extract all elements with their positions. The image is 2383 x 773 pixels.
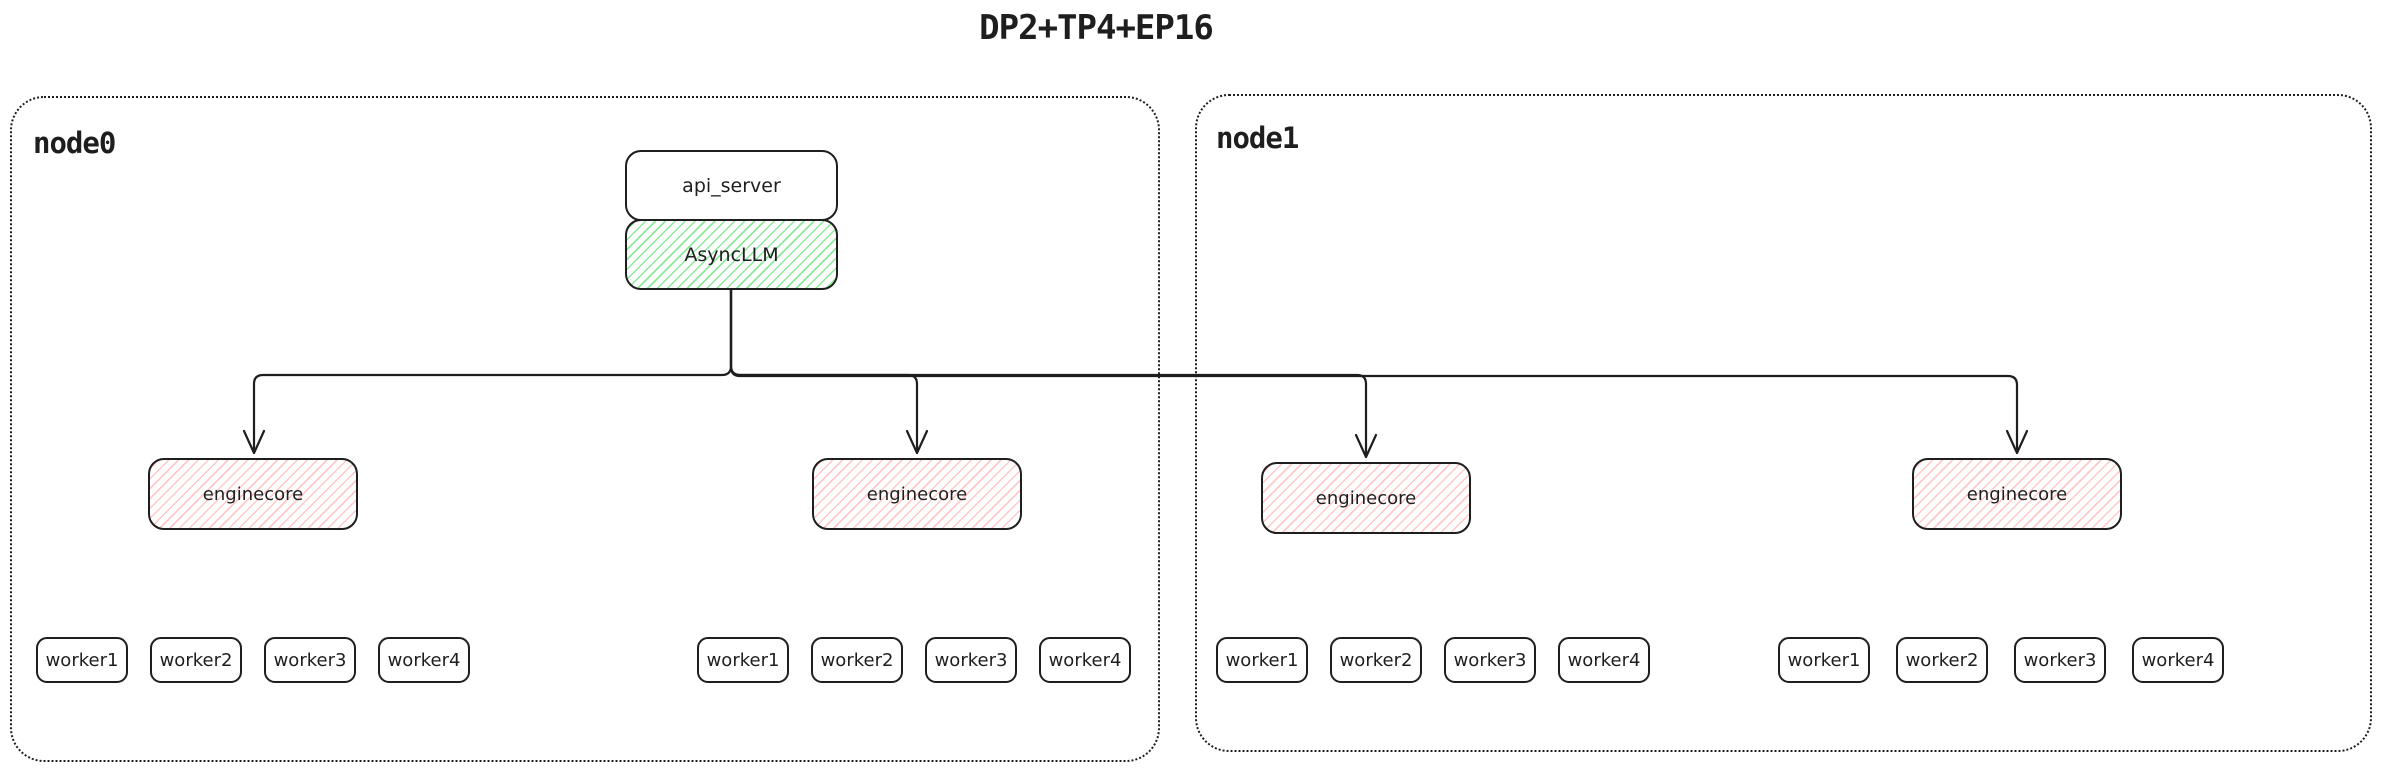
worker-box: worker2 bbox=[811, 637, 903, 683]
enginecore-box-1: enginecore bbox=[148, 458, 358, 530]
worker-box: worker1 bbox=[1216, 637, 1308, 683]
worker-box: worker2 bbox=[1330, 637, 1422, 683]
worker-box: worker2 bbox=[150, 637, 242, 683]
worker-box: worker1 bbox=[1778, 637, 1870, 683]
worker-box: worker1 bbox=[697, 637, 789, 683]
node0-label: node0 bbox=[33, 126, 116, 160]
enginecore-box-4: enginecore bbox=[1912, 458, 2122, 530]
worker-box: worker3 bbox=[2014, 637, 2106, 683]
worker-box: worker4 bbox=[1558, 637, 1650, 683]
worker-box: worker4 bbox=[378, 637, 470, 683]
worker-box: worker4 bbox=[1039, 637, 1131, 683]
asyncllm-box: AsyncLLM bbox=[625, 219, 838, 290]
api-server-box: api_server bbox=[625, 150, 838, 221]
worker-box: worker3 bbox=[1444, 637, 1536, 683]
worker-box: worker3 bbox=[264, 637, 356, 683]
worker-box: worker3 bbox=[925, 637, 1017, 683]
enginecore-box-2: enginecore bbox=[812, 458, 1022, 530]
diagram-title: DP2+TP4+EP16 bbox=[979, 8, 1214, 48]
worker-box: worker1 bbox=[36, 637, 128, 683]
node1-label: node1 bbox=[1216, 121, 1299, 155]
worker-box: worker4 bbox=[2132, 637, 2224, 683]
worker-box: worker2 bbox=[1896, 637, 1988, 683]
enginecore-box-3: enginecore bbox=[1261, 462, 1471, 534]
